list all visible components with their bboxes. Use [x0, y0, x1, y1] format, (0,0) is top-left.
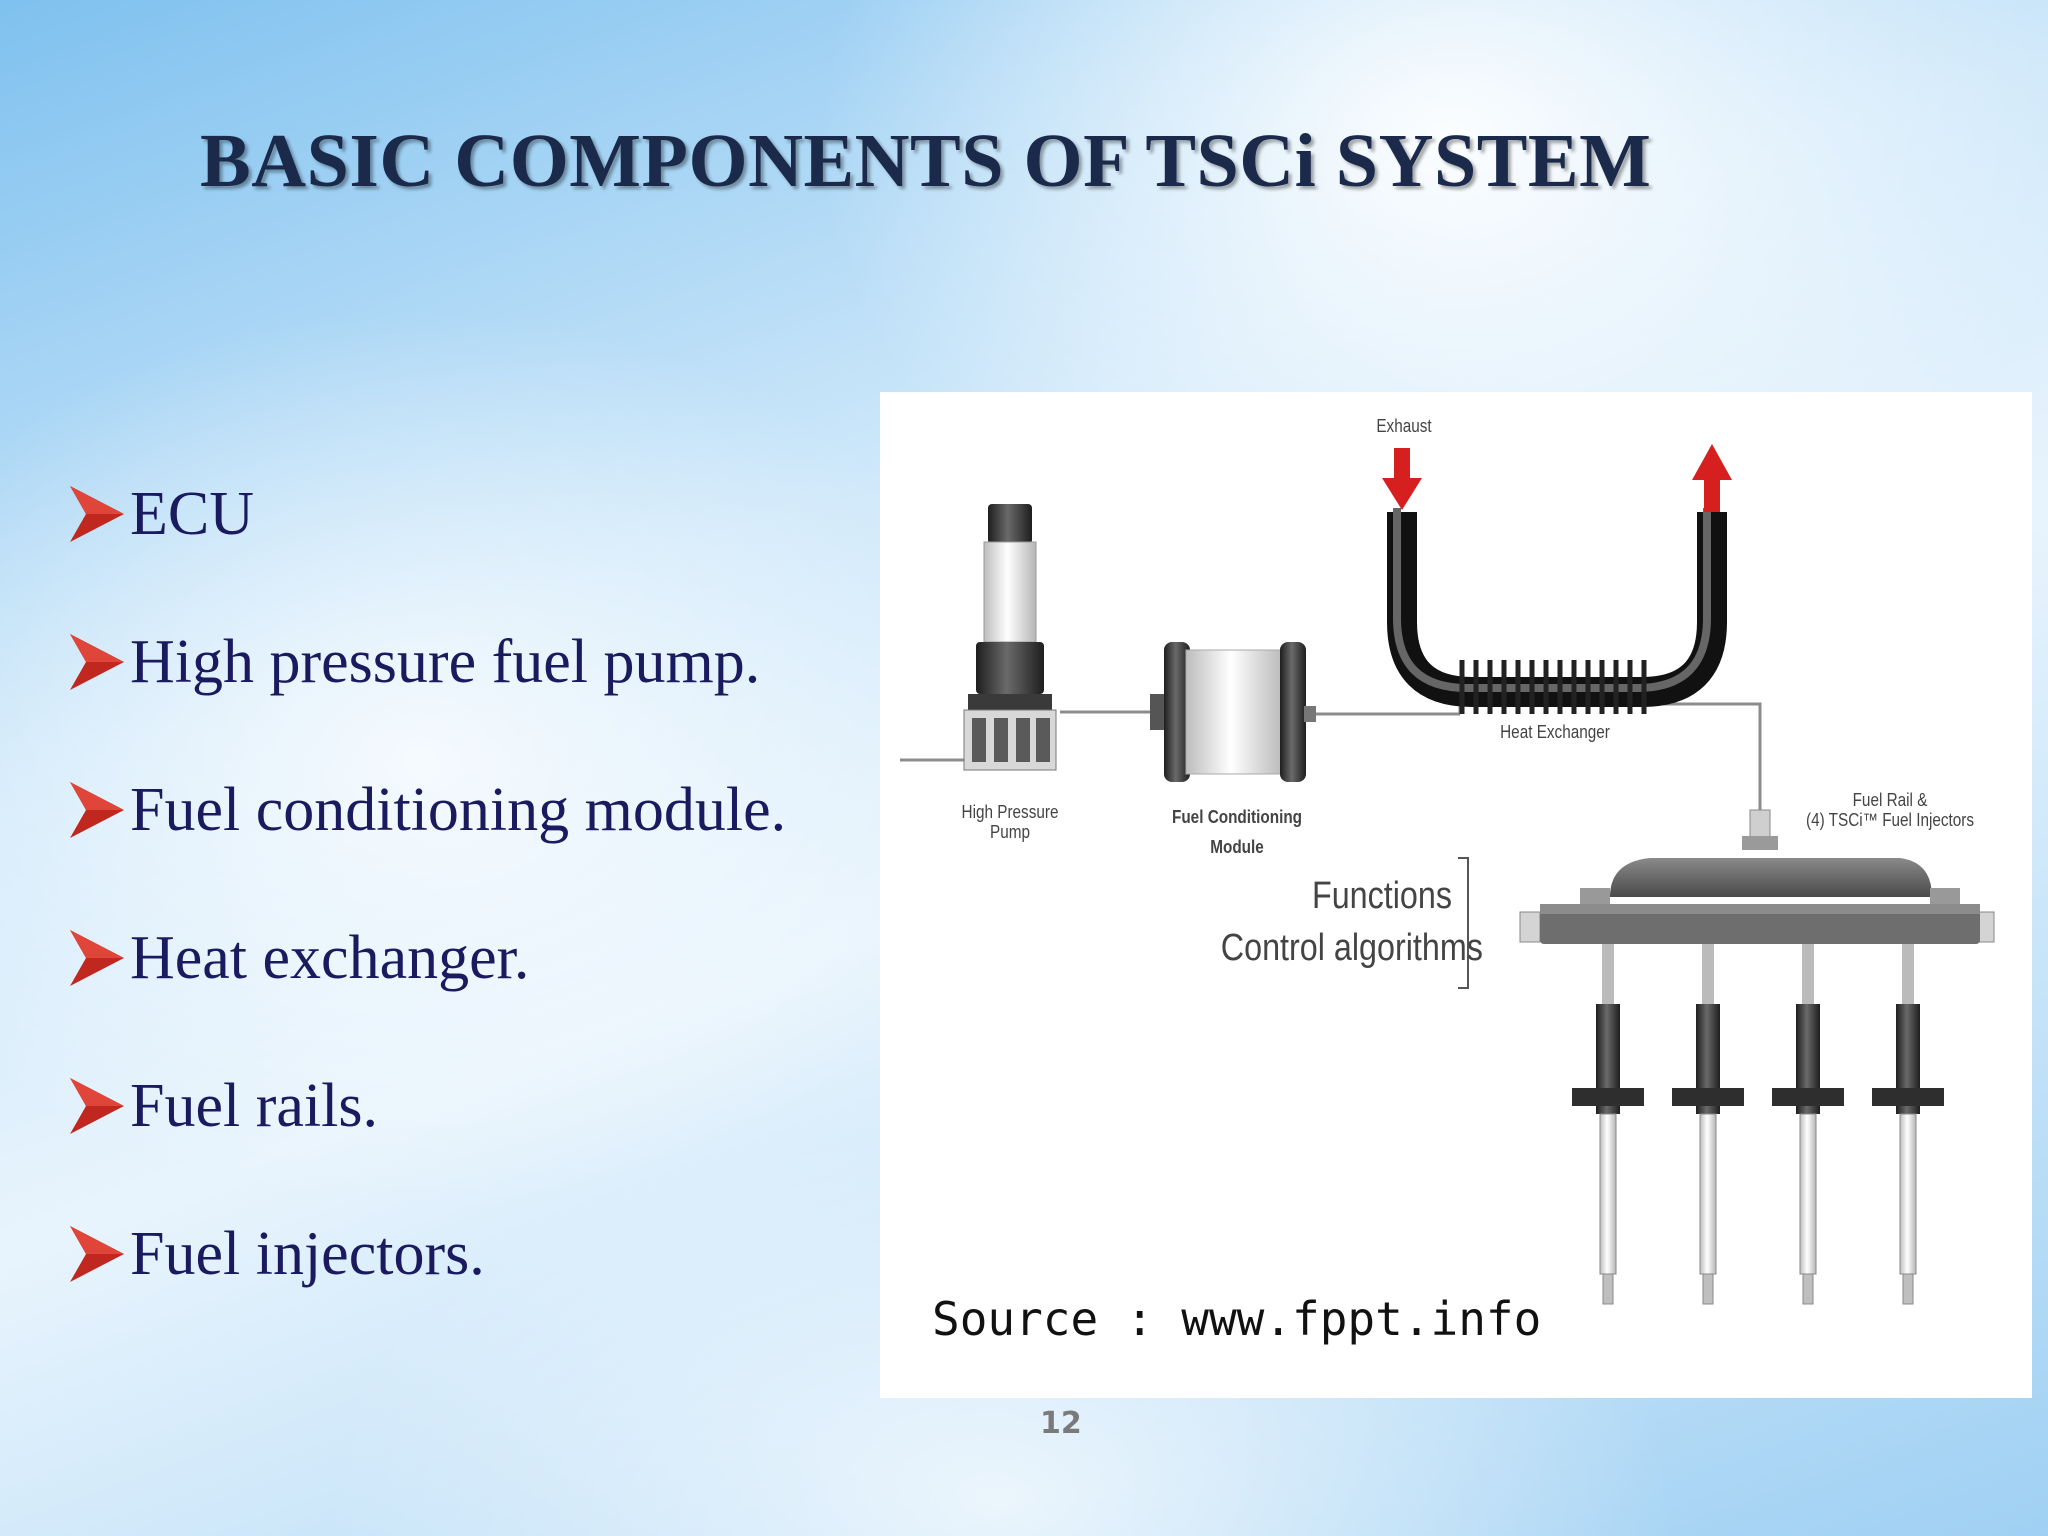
exhaust-in-arrow-icon — [1382, 448, 1422, 510]
injector — [1672, 944, 1744, 1305]
fuel-injectors — [1572, 944, 1944, 1305]
fuel-rail — [1519, 809, 1995, 944]
exhaust-out-arrow-icon — [1692, 444, 1732, 512]
module-label-line2: Module — [1210, 837, 1264, 857]
fuel-rail-label-line1: Fuel Rail & — [1852, 790, 1928, 810]
bullet-item: Fuel injectors. — [66, 1180, 786, 1328]
pump-label: High Pressure Pump — [951, 802, 1070, 842]
page-number: 12 — [1040, 1406, 1082, 1441]
pump-label-line2: Pump — [990, 822, 1030, 842]
bullet-item: Fuel rails. — [66, 1032, 786, 1180]
bullet-arrow-icon — [70, 782, 124, 838]
control-algorithms-text: Control algorithms — [1220, 927, 1483, 969]
bullet-text: Heat exchanger. — [130, 923, 530, 992]
injector — [1772, 944, 1844, 1305]
injector — [1872, 944, 1944, 1305]
bullet-item: Heat exchanger. — [66, 884, 786, 1032]
bullet-arrow-icon — [70, 1078, 124, 1134]
heat-exchanger-label: Heat Exchanger — [1500, 722, 1610, 742]
fuel-conditioning-module — [1150, 642, 1316, 782]
functions-bracket — [1458, 857, 1469, 989]
source-credit: Source : www.fppt.info — [932, 1292, 1542, 1346]
exhaust-label: Exhaust — [1376, 416, 1432, 436]
tsci-system-diagram: Exhaust Heat Exchanger High Pressure Pum… — [880, 392, 2032, 1398]
high-pressure-pump — [963, 504, 1057, 771]
bullet-list: ECU High pressure fuel pump. Fuel condit… — [66, 440, 786, 1328]
bullet-arrow-icon — [70, 930, 124, 986]
bullet-item: High pressure fuel pump. — [66, 588, 786, 736]
functions-text: Functions — [1311, 875, 1452, 917]
bullet-text: Fuel conditioning module. — [130, 775, 787, 844]
fuel-rail-label: Fuel Rail & (4) TSCi™ Fuel Injectors — [1797, 790, 1984, 830]
fuel-rail-label-line2: (4) TSCi™ Fuel Injectors — [1805, 810, 1975, 830]
heat-exchanger — [1387, 508, 1727, 714]
bullet-arrow-icon — [70, 1226, 124, 1282]
bullet-item: Fuel conditioning module. — [66, 736, 786, 884]
module-label-line1: Fuel Conditioning — [1171, 807, 1303, 827]
bullet-arrow-icon — [70, 634, 124, 690]
bullet-item: ECU — [66, 440, 786, 588]
slide-title: BASIC COMPONENTS OF TSCi SYSTEM — [200, 119, 1652, 203]
bullet-text: ECU — [130, 479, 254, 548]
injector — [1572, 944, 1644, 1305]
module-label: Fuel Conditioning Module — [1165, 802, 1310, 862]
bullet-text: Fuel rails. — [130, 1071, 378, 1140]
bullet-arrow-icon — [70, 486, 124, 542]
diagram-graphic — [900, 444, 1995, 1305]
functions-label: Functions Control algorithms — [1220, 870, 1483, 974]
bullet-text: High pressure fuel pump. — [130, 627, 761, 696]
pump-label-line1: High Pressure — [961, 802, 1059, 822]
bullet-text: Fuel injectors. — [130, 1219, 485, 1288]
